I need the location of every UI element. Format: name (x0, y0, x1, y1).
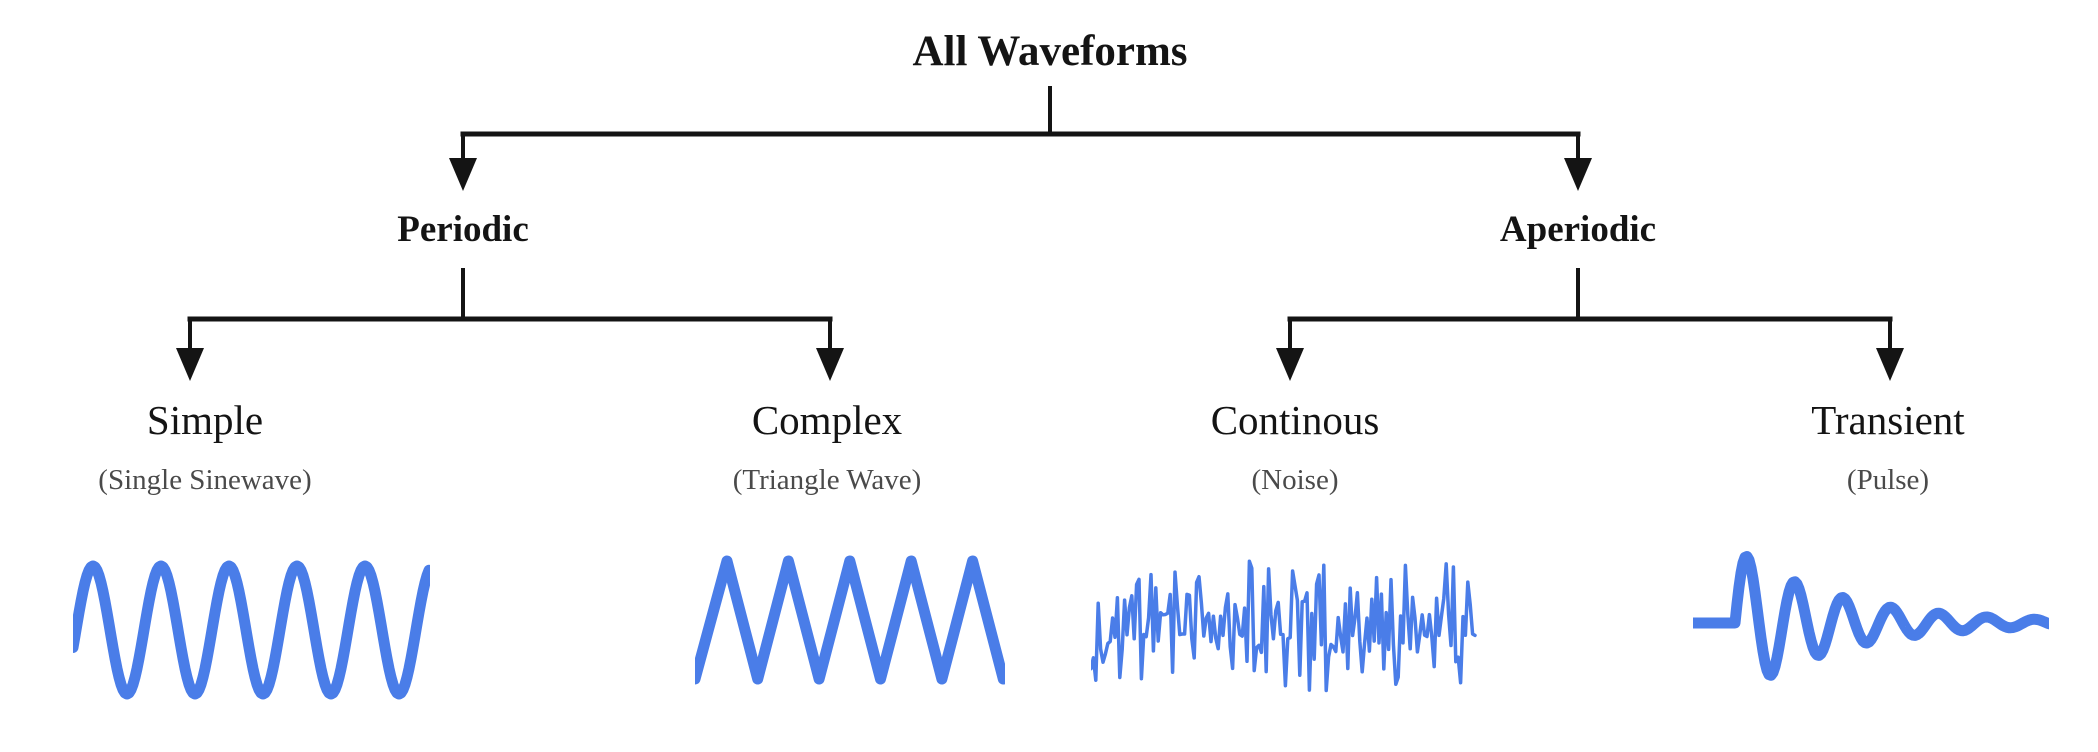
sine-wave-icon (73, 560, 430, 700)
branch-label-aperiodic: Aperiodic (1499, 209, 1657, 250)
level1-drop-lines (461, 132, 1580, 164)
branch-stem-lines (461, 268, 1580, 318)
arrowhead-complex (816, 348, 844, 381)
triangle-wave-icon (695, 555, 1005, 685)
leaf-sublabel-transient: (Pulse) (1846, 464, 1930, 496)
branch-label-periodic: Periodic (397, 209, 529, 250)
arrowhead-aperiodic (1564, 158, 1592, 191)
leaf-label-continous: Continous (1210, 397, 1380, 443)
leaf-label-transient: Transient (1811, 397, 1965, 443)
level2-drop-lines (188, 317, 1892, 352)
noise-wave-icon (1091, 559, 1477, 693)
damped-pulse-wave-icon (1693, 551, 2049, 681)
leaf-label-complex: Complex (751, 397, 903, 443)
arrowhead-transient (1876, 348, 1904, 381)
root-node-label: All Waveforms (912, 28, 1188, 75)
leaf-sublabel-continous: (Noise) (1251, 464, 1339, 496)
arrowhead-simple (176, 348, 204, 381)
leaf-sublabel-simple: (Single Sinewave) (98, 464, 312, 496)
leaf-label-simple: Simple (146, 397, 264, 443)
leaf-sublabel-complex: (Triangle Wave) (732, 464, 922, 496)
arrowhead-periodic (449, 158, 477, 191)
arrowhead-continous (1276, 348, 1304, 381)
